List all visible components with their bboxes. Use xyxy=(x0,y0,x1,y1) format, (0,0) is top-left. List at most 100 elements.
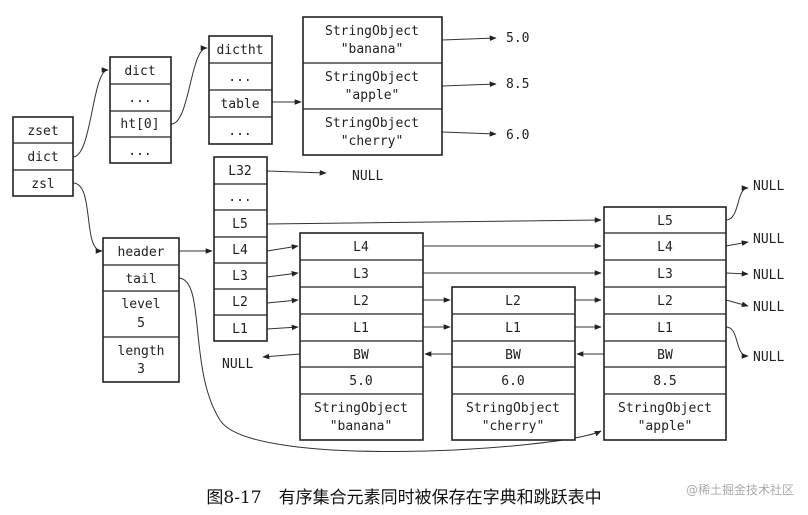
watermark: @稀土掘金技术社区 xyxy=(686,482,794,497)
zskiplist-tail: tail xyxy=(125,272,156,287)
banana-level-l4: L4 xyxy=(353,240,369,255)
arrow-zset-dict xyxy=(72,67,109,158)
header-level-l1: L1 xyxy=(232,322,248,337)
header-level-ellipsis: ... xyxy=(228,190,251,205)
entry-1-line2: "apple" xyxy=(345,88,400,103)
cherry-level-l1: L1 xyxy=(505,321,521,336)
table-entries-box xyxy=(302,16,443,156)
dictht-field-1: ... xyxy=(228,70,251,85)
dictht-field-0: dictht xyxy=(217,43,264,58)
entry-2-line1: StringObject xyxy=(325,116,419,131)
skiplist-node-apple: L5 L4 L3 L2 L1 BW 8.5 StringObject "appl… xyxy=(603,206,727,441)
header-level-l32: L32 xyxy=(228,164,251,179)
table-entries: StringObject "banana" StringObject "appl… xyxy=(302,16,529,156)
node-cherry-box xyxy=(451,286,576,441)
zskiplist-level-label: level xyxy=(121,297,160,312)
zskiplist-struct: header tail level 5 length 3 xyxy=(102,237,180,383)
cherry-obj-line2: "cherry" xyxy=(482,419,545,434)
dictht-field-3: ... xyxy=(228,124,251,139)
node-banana-box xyxy=(299,232,424,441)
null-apple-l5: NULL xyxy=(753,179,784,194)
apple-level-l3: L3 xyxy=(657,267,673,282)
dict-field-2: ht[0] xyxy=(120,117,159,132)
zskiplist-box xyxy=(102,237,180,383)
apple-score: 8.5 xyxy=(653,374,676,389)
apple-level-l1: L1 xyxy=(657,321,673,336)
header-level-l5: L5 xyxy=(232,217,248,232)
banana-score: 5.0 xyxy=(349,374,372,389)
banana-bw: BW xyxy=(353,348,369,363)
zset-field-2: zsl xyxy=(31,177,54,192)
header-node-box xyxy=(213,156,268,342)
apple-bw: BW xyxy=(657,348,673,363)
cherry-level-l2: L2 xyxy=(505,294,521,309)
entry-0-score: 5.0 xyxy=(506,31,529,46)
null-l32: NULL xyxy=(352,169,383,184)
dict-field-0: dict xyxy=(124,64,155,79)
figure-caption: 图8-17 有序集合元素同时被保存在字典和跳跃表中 xyxy=(206,488,601,508)
arrow-a-l4-null xyxy=(725,240,749,247)
arrow-entry-score-2 xyxy=(441,81,497,88)
arrow-a-l2-null xyxy=(725,299,749,308)
arrow-bw-banana xyxy=(262,353,301,360)
null-apple-l2: NULL xyxy=(753,300,784,315)
null-apple-l3: NULL xyxy=(753,268,784,283)
node-apple-box xyxy=(603,206,727,441)
header-level-l4: L4 xyxy=(232,243,248,258)
banana-level-l3: L3 xyxy=(353,267,369,282)
zset-field-1: dict xyxy=(27,150,58,165)
arrow-a-l1-null xyxy=(725,326,749,359)
cherry-obj-line1: StringObject xyxy=(466,401,560,416)
skiplist-node-banana: L4 L3 L2 L1 BW 5.0 StringObject "banana" xyxy=(299,232,424,441)
arrow-a-l3-null xyxy=(725,270,749,277)
null-apple-l1: NULL xyxy=(753,350,784,365)
zset-field-0: zset xyxy=(27,124,58,139)
entry-0-line1: StringObject xyxy=(325,24,419,39)
dictht-struct: dictht ... table ... xyxy=(208,35,273,145)
entry-1-score: 8.5 xyxy=(506,77,529,92)
arrow-h-l4 xyxy=(266,244,299,252)
skiplist-header-node: L32 ... L5 L4 L3 L2 L1 xyxy=(213,156,268,342)
arrow-h-l3 xyxy=(266,271,299,278)
cherry-bw: BW xyxy=(505,348,521,363)
null-labels: NULL NULL NULL NULL NULL NULL NULL xyxy=(222,169,784,372)
zskiplist-length-value: 3 xyxy=(137,362,145,377)
apple-obj-line2: "apple" xyxy=(638,419,693,434)
banana-level-l2: L2 xyxy=(353,294,369,309)
banana-obj-line1: StringObject xyxy=(314,401,408,416)
arrow-l32-null xyxy=(266,169,327,176)
skiplist-node-cherry: L2 L1 BW 6.0 StringObject "cherry" xyxy=(451,286,576,441)
banana-level-l1: L1 xyxy=(353,321,369,336)
arrow-l5 xyxy=(266,217,602,225)
apple-level-l5: L5 xyxy=(657,214,673,229)
arrow-entry-score-1 xyxy=(441,35,497,42)
entry-1-line1: StringObject xyxy=(325,70,419,85)
apple-obj-line1: StringObject xyxy=(618,401,712,416)
zset-struct: zset dict zsl xyxy=(12,116,74,197)
connectors xyxy=(72,35,749,452)
dict-struct: dict ... ht[0] ... xyxy=(109,56,172,164)
entry-2-line2: "cherry" xyxy=(341,134,404,149)
null-apple-l4: NULL xyxy=(753,232,784,247)
zskiplist-length-label: length xyxy=(118,344,165,359)
null-backward: NULL xyxy=(222,357,253,372)
cherry-score: 6.0 xyxy=(501,374,524,389)
banana-obj-line2: "banana" xyxy=(330,419,393,434)
apple-level-l2: L2 xyxy=(657,294,673,309)
entry-0-line2: "banana" xyxy=(341,42,404,57)
zset-box xyxy=(12,116,74,197)
zskiplist-level-value: 5 xyxy=(137,316,145,331)
arrow-ht0-dictht xyxy=(170,45,208,125)
header-level-l2: L2 xyxy=(232,295,248,310)
apple-level-l4: L4 xyxy=(657,240,673,255)
arrow-zset-zsl xyxy=(72,182,103,254)
arrow-a-l5-null xyxy=(725,185,749,221)
arrow-tail xyxy=(178,277,602,452)
entry-2-score: 6.0 xyxy=(506,128,529,143)
dict-box xyxy=(109,56,172,164)
zskiplist-header: header xyxy=(118,245,165,260)
dictht-field-2: table xyxy=(220,97,259,112)
dict-field-1: ... xyxy=(128,91,151,106)
arrow-h-l1 xyxy=(266,324,299,331)
